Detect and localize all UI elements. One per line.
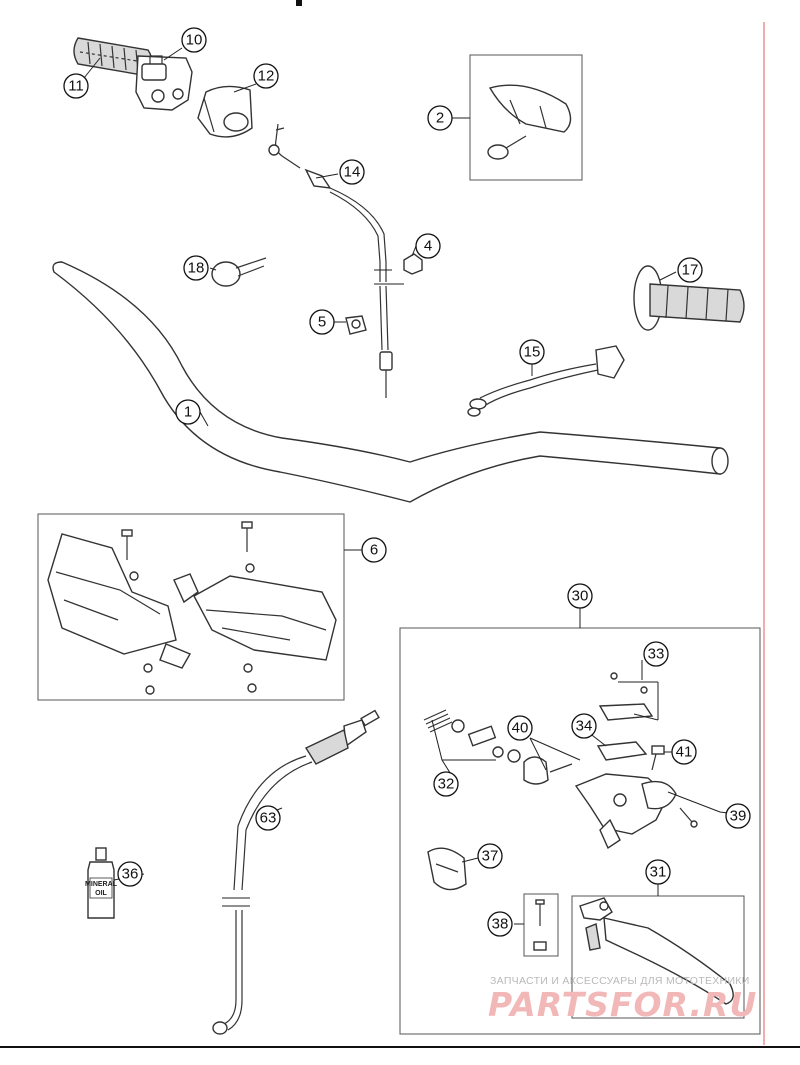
grip-right-part[interactable] <box>633 265 745 331</box>
callout-1-label: 1 <box>184 404 192 421</box>
callout-63[interactable]: 63 <box>255 805 281 831</box>
callout-41[interactable]: 41 <box>671 739 697 765</box>
box-part-6 <box>37 513 345 701</box>
callout-30-label: 30 <box>572 588 589 605</box>
callout-2[interactable]: 2 <box>427 105 453 131</box>
diaphragm-part[interactable] <box>596 741 648 761</box>
brake-lever-part[interactable] <box>579 897 734 1005</box>
callout-31-label: 31 <box>650 864 667 881</box>
callout-15-label: 15 <box>524 344 541 361</box>
callout-36-label: 36 <box>122 866 139 883</box>
callout-12-label: 12 <box>258 68 275 85</box>
throttle-cover-part[interactable] <box>197 85 253 138</box>
callout-32[interactable]: 32 <box>433 771 459 797</box>
handguard-right-part[interactable] <box>173 573 337 661</box>
callout-34-label: 34 <box>576 718 593 735</box>
callout-10[interactable]: 10 <box>181 27 207 53</box>
brake-line-part[interactable] <box>212 709 380 1035</box>
callout-1[interactable]: 1 <box>175 399 201 425</box>
callout-4-label: 4 <box>424 238 432 255</box>
callout-34[interactable]: 34 <box>571 713 597 739</box>
callout-37[interactable]: 37 <box>477 843 503 869</box>
callout-11[interactable]: 11 <box>63 73 89 99</box>
callout-41-label: 41 <box>676 744 693 761</box>
callout-6-label: 6 <box>370 542 378 559</box>
callout-14[interactable]: 14 <box>339 159 365 185</box>
box-part-38 <box>523 893 559 957</box>
callout-5[interactable]: 5 <box>309 309 335 335</box>
callout-31[interactable]: 31 <box>645 859 671 885</box>
pivot-bolt-part[interactable] <box>651 745 665 771</box>
handlebar-pad-part[interactable] <box>487 84 572 160</box>
throttle-housing-part[interactable] <box>135 55 193 111</box>
callout-38-label: 38 <box>492 916 509 933</box>
oil-bottle-part[interactable] <box>87 847 115 919</box>
throttle-cable-part[interactable] <box>268 123 404 398</box>
oil-bottle-label-2: OIL <box>95 890 107 897</box>
nut-part[interactable] <box>403 253 423 275</box>
boot-part[interactable] <box>507 749 573 785</box>
callout-63-label: 63 <box>260 810 277 827</box>
oil-bottle-label-1: MINERAL <box>85 881 118 888</box>
handguard-left-part[interactable] <box>47 533 192 669</box>
callout-2-label: 2 <box>436 110 444 127</box>
callout-32-label: 32 <box>438 776 455 793</box>
reservoir-cover-part[interactable] <box>598 672 654 721</box>
callout-40[interactable]: 40 <box>507 715 533 741</box>
cable-strap-part[interactable] <box>211 257 267 287</box>
callout-15[interactable]: 15 <box>519 339 545 365</box>
callout-33[interactable]: 33 <box>643 641 669 667</box>
callout-37-label: 37 <box>482 848 499 865</box>
kill-switch-part[interactable] <box>467 345 625 417</box>
top-mark <box>296 0 302 6</box>
callout-39-label: 39 <box>730 808 747 825</box>
reservoir-cap-part[interactable] <box>427 847 467 891</box>
callout-38[interactable]: 38 <box>487 911 513 937</box>
watermark-brand: PARTSFOR.RU <box>488 985 757 1024</box>
callout-33-label: 33 <box>648 646 665 663</box>
callout-39[interactable]: 39 <box>725 803 751 829</box>
callout-10-label: 10 <box>186 32 203 49</box>
leader-lines <box>83 47 737 925</box>
callout-5-label: 5 <box>318 314 326 331</box>
callout-14-label: 14 <box>344 164 361 181</box>
callout-17[interactable]: 17 <box>677 257 703 283</box>
clip-part[interactable] <box>345 315 367 335</box>
handguard-bolts-part[interactable] <box>121 521 257 695</box>
callout-17-label: 17 <box>682 262 699 279</box>
watermark-caption: ЗАПЧАСТИ И АКСЕССУАРЫ ДЛЯ МОТОТЕХНИКИ <box>490 975 750 987</box>
callout-11-label: 11 <box>68 78 84 95</box>
callout-12[interactable]: 12 <box>253 63 279 89</box>
adjuster-screw-part[interactable] <box>533 899 547 951</box>
callout-6[interactable]: 6 <box>361 537 387 563</box>
callout-18-label: 18 <box>188 260 205 277</box>
master-cylinder-part[interactable] <box>574 773 677 850</box>
callout-40-label: 40 <box>512 720 529 737</box>
callout-30[interactable]: 30 <box>567 583 593 609</box>
callout-18[interactable]: 18 <box>183 255 209 281</box>
lever-pin-part[interactable] <box>679 807 698 828</box>
callout-36[interactable]: 36 <box>117 861 143 887</box>
callout-4[interactable]: 4 <box>415 233 441 259</box>
handlebar-part[interactable] <box>52 261 729 503</box>
piston-spring-part[interactable] <box>423 709 504 758</box>
